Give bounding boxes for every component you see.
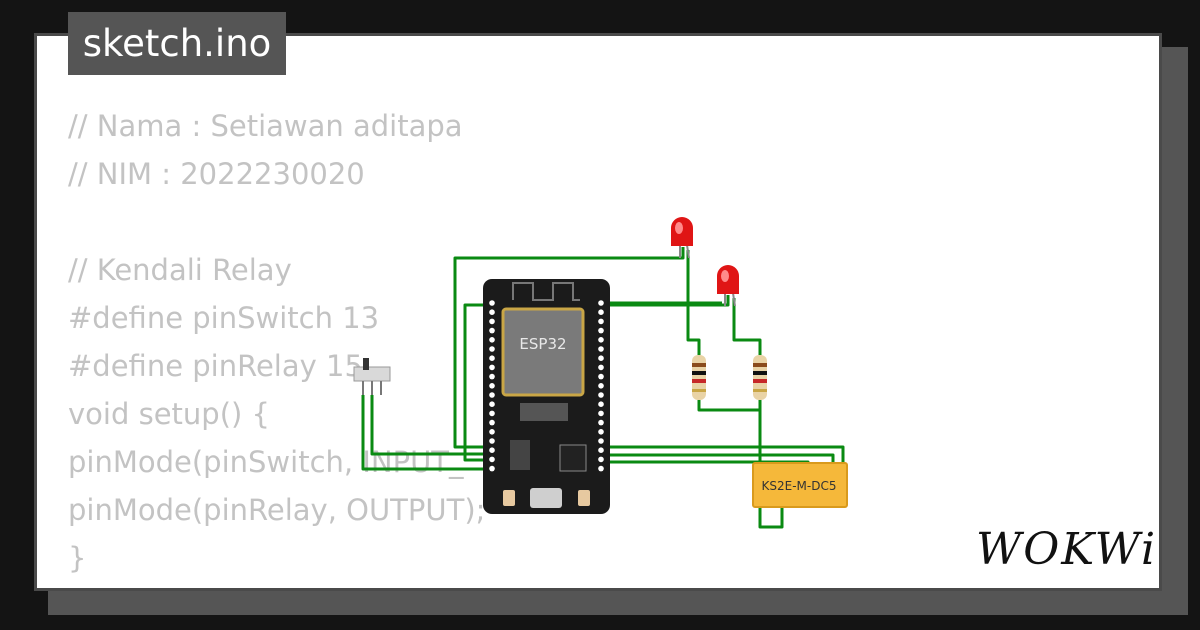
code-line: pinMode(pinRelay, OUTPUT); [68, 493, 486, 527]
esp32-pin [489, 401, 495, 408]
led-red [717, 265, 739, 307]
esp32-pin [489, 465, 495, 472]
esp32-pin [489, 327, 495, 334]
esp32-pin [598, 392, 604, 398]
esp32-pin [598, 456, 604, 463]
esp32-pin [489, 355, 495, 362]
esp32-pin [598, 438, 604, 444]
esp32-pin [598, 364, 604, 371]
wire [732, 298, 762, 355]
esp32-pin [598, 346, 604, 352]
wire [361, 395, 495, 471]
esp32-pin [489, 309, 495, 316]
esp32-pin [489, 373, 495, 380]
esp32-pin [598, 318, 604, 325]
esp32-pin [489, 337, 495, 343]
code-line: pinMode(pinSwitch, INPUT_ [68, 445, 464, 479]
esp32-pin [598, 337, 604, 343]
esp32-pin [598, 355, 604, 362]
led-red [671, 217, 693, 259]
esp32-pin [489, 429, 495, 435]
wokwi-logo: WOKWi [976, 524, 1158, 575]
resistor [753, 355, 767, 400]
esp32-pin [489, 456, 495, 463]
wire [453, 247, 685, 449]
esp32-pin [489, 383, 495, 389]
esp32-pin [598, 465, 604, 472]
code-line: } [68, 541, 87, 575]
esp32-pin [489, 438, 495, 444]
code-line: // Nama : Setiawan aditapa [68, 109, 463, 143]
esp32-pin [598, 410, 604, 417]
code-line: // NIM : 2022230020 [68, 157, 365, 191]
esp32-pin [489, 410, 495, 417]
esp32-pin [489, 392, 495, 398]
relay-label: KS2E-M-DC5 [762, 479, 837, 493]
wire [370, 395, 495, 456]
esp32-pin [489, 364, 495, 371]
slide-switch [353, 358, 391, 395]
resistor [692, 355, 706, 400]
esp32-pin [489, 419, 495, 426]
code-preview: // Nama : Setiawan aditapa // NIM : 20222… [68, 102, 485, 582]
code-line: void setup() { [68, 397, 270, 431]
esp32-board: ESP32 [483, 279, 610, 514]
esp32-pin [598, 401, 604, 408]
code-line: #define pinSwitch 13 [68, 301, 380, 335]
wire [463, 295, 730, 462]
esp32-pin [598, 429, 604, 435]
esp32-pin [489, 318, 495, 325]
esp32-pin [598, 373, 604, 380]
file-name-tab: sketch.ino [68, 12, 286, 75]
code-line: #define pinRelay 15 [68, 349, 363, 383]
esp32-pin [598, 327, 604, 334]
esp32-pin [598, 383, 604, 389]
esp32-pin [489, 300, 495, 306]
esp32-pin [598, 309, 604, 316]
esp32-label: ESP32 [519, 335, 566, 353]
esp32-pin [598, 300, 604, 306]
esp32-pin [598, 447, 604, 454]
code-line: // Kendali Relay [68, 253, 292, 287]
esp32-pin [489, 447, 495, 454]
wire [686, 250, 701, 355]
esp32-pin [598, 419, 604, 426]
esp32-pin [489, 346, 495, 352]
relay-module: KS2E-M-DC5 [752, 462, 848, 508]
